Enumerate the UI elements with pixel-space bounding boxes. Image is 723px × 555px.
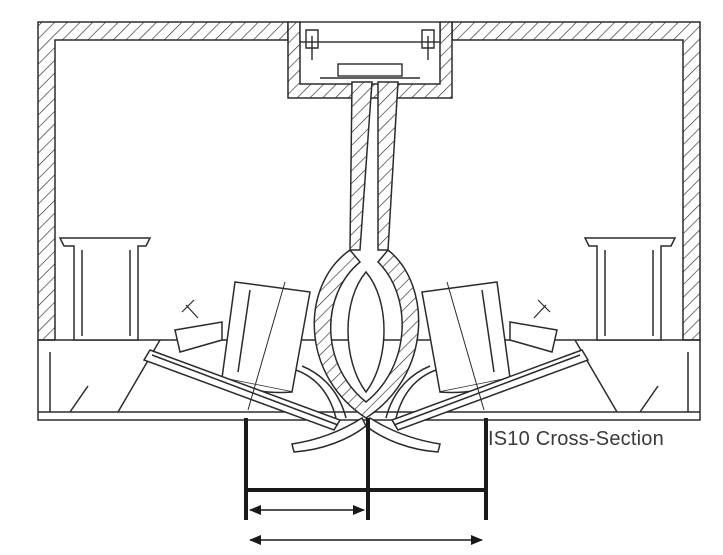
diagram-caption: IS10 Cross-Section — [488, 428, 664, 450]
right-block — [385, 281, 590, 431]
left-block — [142, 281, 347, 431]
right-cup — [583, 237, 677, 341]
nozzle-tips — [291, 416, 441, 453]
central-bulb — [313, 248, 420, 419]
dimension-lines — [244, 418, 488, 520]
top-mount — [299, 21, 441, 79]
left-cup — [58, 237, 152, 341]
dimension-arrows — [249, 505, 483, 545]
central-tube — [349, 81, 399, 251]
